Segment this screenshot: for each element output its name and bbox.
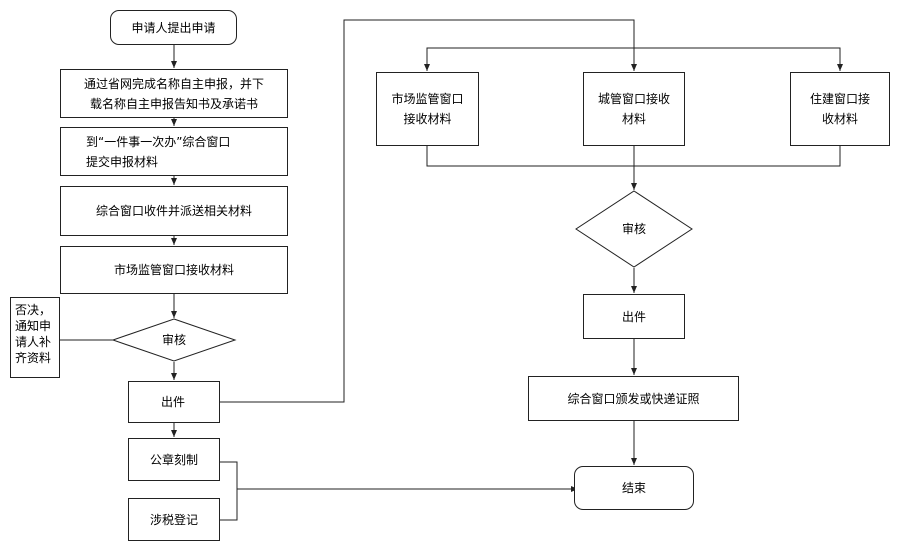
step-receive-dispatch: 综合窗口收件并派送相关材料: [60, 186, 288, 236]
issue-right-label: 出件: [621, 309, 646, 324]
reject-note: 否决， 通知申 请人补 齐资料: [10, 297, 60, 378]
step-market-receive-label: 市场监管窗口接收材料: [113, 263, 234, 277]
start-label: 申请人提出申请: [131, 20, 216, 35]
city-window-label: 城管窗口接收 材料: [597, 92, 670, 126]
step-market-receive: 市场监管窗口接收材料: [60, 246, 288, 294]
reject-note-text: 否决， 通知申 请人补 齐资料: [15, 303, 52, 365]
review-label-right-text: 审核: [621, 222, 646, 236]
link-seal-bracket: [220, 461, 238, 521]
market-window-node: 市场监管窗口 接收材料: [376, 72, 479, 146]
step-name-declaration-label: 通过省网完成名称自主申报，并下 载名称自主申报告知书及承诺书: [83, 76, 264, 111]
step-submit-materials: 到“一件事一次办”综合窗口 提交申报材料: [60, 127, 288, 176]
housing-window-label: 住建窗口接 收材料: [809, 92, 870, 126]
review-diamond-right: [575, 190, 693, 268]
deliver-label: 综合窗口颁发或快递证照: [567, 391, 700, 406]
review-label-left-text: 审核: [161, 333, 186, 347]
seal-label: 公章刻制: [149, 452, 198, 467]
seal-node: 公章刻制: [128, 438, 220, 481]
step-receive-dispatch-label: 综合窗口收件并派送相关材料: [95, 204, 252, 218]
housing-window-node: 住建窗口接 收材料: [790, 72, 890, 146]
issue-node-right: 出件: [583, 294, 685, 339]
review-label-left: 审核: [140, 330, 208, 350]
issue-node-left: 出件: [128, 381, 220, 423]
end-node: 结束: [574, 466, 694, 510]
city-window-node: 城管窗口接收 材料: [583, 72, 685, 146]
review-diamond-left: [111, 318, 237, 362]
tax-node: 涉税登记: [128, 498, 220, 541]
end-label: 结束: [621, 481, 646, 495]
review-label-right: 审核: [600, 219, 668, 239]
market-window-label: 市场监管窗口 接收材料: [391, 92, 464, 126]
start-node: 申请人提出申请: [110, 10, 237, 45]
deliver-node: 综合窗口颁发或快递证照: [528, 376, 739, 421]
tax-label: 涉税登记: [149, 512, 198, 527]
issue-left-label: 出件: [161, 395, 186, 409]
link-issue-to-right-flow: [220, 19, 635, 403]
step-submit-materials-label: 到“一件事一次办”综合窗口 提交申报材料: [86, 134, 231, 169]
step-name-declaration: 通过省网完成名称自主申报，并下 载名称自主申报告知书及承诺书: [60, 69, 288, 118]
